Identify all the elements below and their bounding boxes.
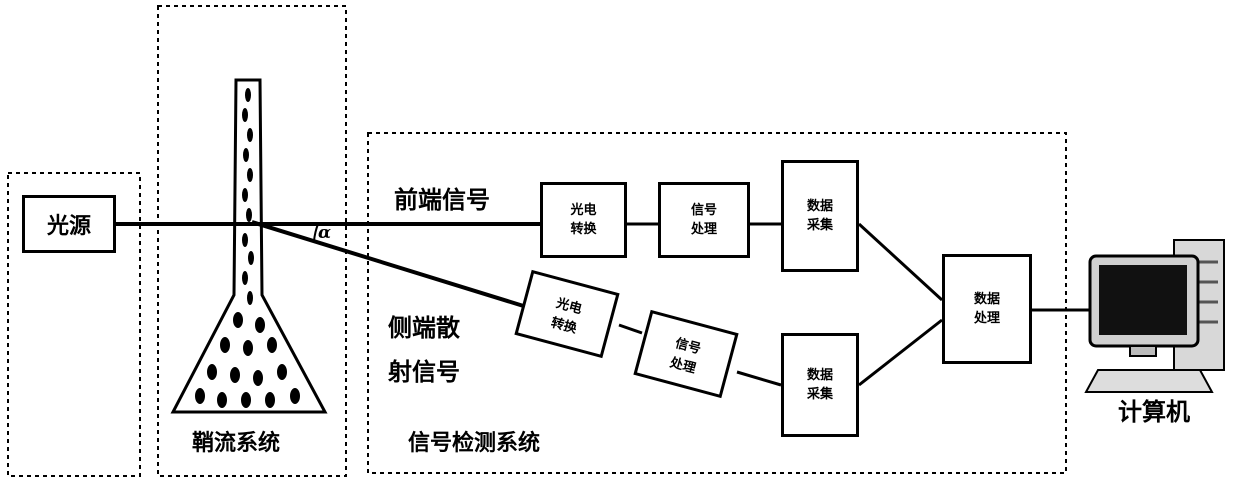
flow-cell xyxy=(173,80,325,412)
dp-line2: 处理 xyxy=(974,309,1000,328)
computer-label: 计算机 xyxy=(1118,392,1190,427)
forward-data-acq-box: 数据采集 xyxy=(781,160,859,272)
fwd-da-line1: 数据 xyxy=(807,197,833,216)
data-processing-box: 数据处理 xyxy=(942,254,1032,364)
dp-line1: 数据 xyxy=(974,290,1000,309)
computer-icon xyxy=(1086,240,1224,392)
side-data-acq-box: 数据采集 xyxy=(781,333,859,437)
forward-signal-proc-box: 信号处理 xyxy=(658,182,750,258)
side-signal-label-line2: 射信号 xyxy=(388,350,460,394)
fwd-sp-line2: 处理 xyxy=(691,220,717,239)
fwd-da-line2: 采集 xyxy=(807,216,833,235)
fwd-pe-line2: 转换 xyxy=(570,220,596,239)
fwd-sp-line1: 信号 xyxy=(691,201,717,220)
side-da-line1: 数据 xyxy=(807,366,833,385)
sheath-flow-label: 鞘流系统 xyxy=(192,425,280,457)
side-da-line2: 采集 xyxy=(807,385,833,404)
side-signal-label-line1: 侧端散 xyxy=(388,306,460,350)
angle-label: α xyxy=(318,223,331,243)
side-signal-proc-box: 信号 处理 xyxy=(635,312,737,397)
fwd-pe-line1: 光电 xyxy=(570,201,596,220)
light-source-box: 光源 xyxy=(22,195,116,253)
forward-photoelectric-box: 光电转换 xyxy=(540,182,627,258)
side-photoelectric-box: 光电 转换 xyxy=(516,272,618,357)
forward-signal-label: 前端信号 xyxy=(394,180,490,215)
detection-system-label: 信号检测系统 xyxy=(408,425,540,457)
side-signal-label: 侧端散 射信号 xyxy=(388,306,460,394)
light-source-label: 光源 xyxy=(47,208,91,240)
